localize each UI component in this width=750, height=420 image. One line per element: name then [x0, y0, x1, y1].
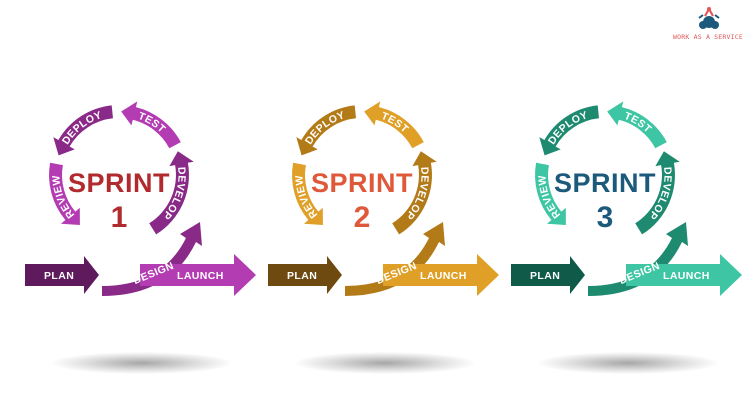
launch-arrow: [626, 254, 742, 296]
launch-arrow: [383, 254, 499, 296]
logo-mark-icon: [698, 6, 720, 29]
launch-arrow: [140, 254, 256, 296]
sprint-title: SPRINT: [310, 168, 413, 198]
test-arrow: [364, 101, 424, 149]
deploy-label: DEPLOY: [546, 109, 590, 147]
develop-arrow: [149, 151, 194, 235]
sprint-number: 2: [353, 201, 371, 234]
test-arrow: [607, 101, 667, 149]
review-arrow: [292, 162, 323, 225]
develop-arrow: [635, 151, 680, 235]
plan-arrow: [511, 256, 585, 294]
plan-arrow: [268, 256, 342, 294]
review-arrow: [535, 162, 566, 225]
logo-text: WORK AS A SERVICE: [673, 33, 743, 41]
sprint-number: 3: [596, 201, 614, 234]
deploy-arrow: [296, 105, 356, 156]
plan-label: PLAN: [287, 270, 317, 282]
drop-shadow: [52, 352, 232, 374]
work-as-a-service-logo: WORK AS A SERVICE: [668, 6, 748, 46]
sprint-title: SPRINT: [67, 168, 170, 198]
plan-label: PLAN: [44, 270, 74, 282]
launch-label: LAUNCH: [177, 270, 224, 282]
deploy-label: DEPLOY: [60, 109, 104, 147]
review-arrow: [49, 162, 80, 225]
plan-label: PLAN: [530, 270, 560, 282]
deploy-label: DEPLOY: [303, 109, 347, 147]
develop-arrow: [392, 151, 437, 235]
sprint-number: 1: [110, 201, 128, 234]
launch-label: LAUNCH: [663, 270, 710, 282]
test-arrow: [121, 101, 181, 149]
sprint-title: SPRINT: [553, 168, 656, 198]
drop-shadow: [538, 352, 718, 374]
drop-shadow: [295, 352, 475, 374]
plan-arrow: [25, 256, 99, 294]
deploy-arrow: [53, 105, 113, 156]
deploy-arrow: [539, 105, 599, 156]
launch-label: LAUNCH: [420, 270, 467, 282]
